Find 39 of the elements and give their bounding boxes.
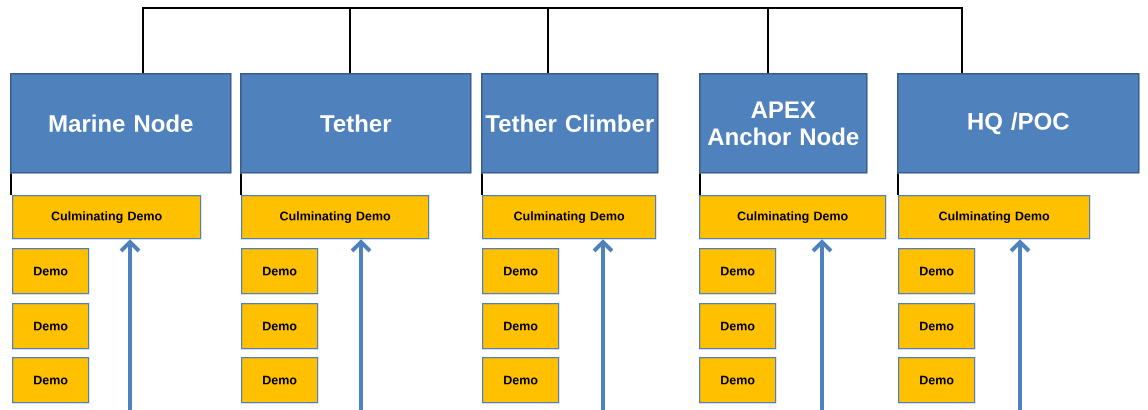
- connector-line: [142, 7, 351, 74]
- demo-box: Demo: [482, 303, 560, 350]
- culminating-demo-box: Culminating Demo: [699, 195, 887, 240]
- demo-box: Demo: [898, 357, 976, 404]
- arrow: [119, 239, 141, 410]
- demo-box: Demo: [482, 357, 560, 404]
- culminating-demo-box: Culminating Demo: [12, 195, 202, 240]
- demo-box: Demo: [12, 357, 90, 404]
- demo-box: Demo: [482, 248, 560, 295]
- connector-line: [240, 172, 242, 196]
- connector-line: [349, 7, 549, 74]
- demo-box: Demo: [699, 248, 777, 295]
- demo-box: Demo: [898, 248, 976, 295]
- demo-box: Demo: [12, 303, 90, 350]
- arrow: [350, 239, 372, 410]
- arrow: [811, 239, 833, 410]
- connector-line: [10, 172, 12, 196]
- demo-box: Demo: [699, 357, 777, 404]
- connector-line: [897, 172, 899, 196]
- arrow: [1009, 239, 1031, 410]
- component-box: APEX Anchor Node: [699, 73, 868, 174]
- component-box: Marine Node: [10, 73, 232, 174]
- demo-box: Demo: [699, 303, 777, 350]
- culminating-demo-box: Culminating Demo: [898, 195, 1091, 240]
- culminating-demo-box: Culminating Demo: [241, 195, 430, 240]
- component-box: HQ /POC: [897, 73, 1140, 174]
- connector-line: [481, 172, 483, 196]
- demo-box: Demo: [12, 248, 90, 295]
- connector-line: [767, 7, 963, 74]
- demo-box: Demo: [241, 248, 319, 295]
- culminating-demo-box: Culminating Demo: [482, 195, 657, 240]
- arrow: [592, 239, 614, 410]
- demo-box: Demo: [241, 303, 319, 350]
- demo-box: Demo: [241, 357, 319, 404]
- demo-box: Demo: [898, 303, 976, 350]
- component-box: Tether: [240, 73, 472, 174]
- component-box: Tether Climber: [481, 73, 659, 174]
- connector-line: [547, 7, 769, 74]
- connector-line: [699, 172, 701, 196]
